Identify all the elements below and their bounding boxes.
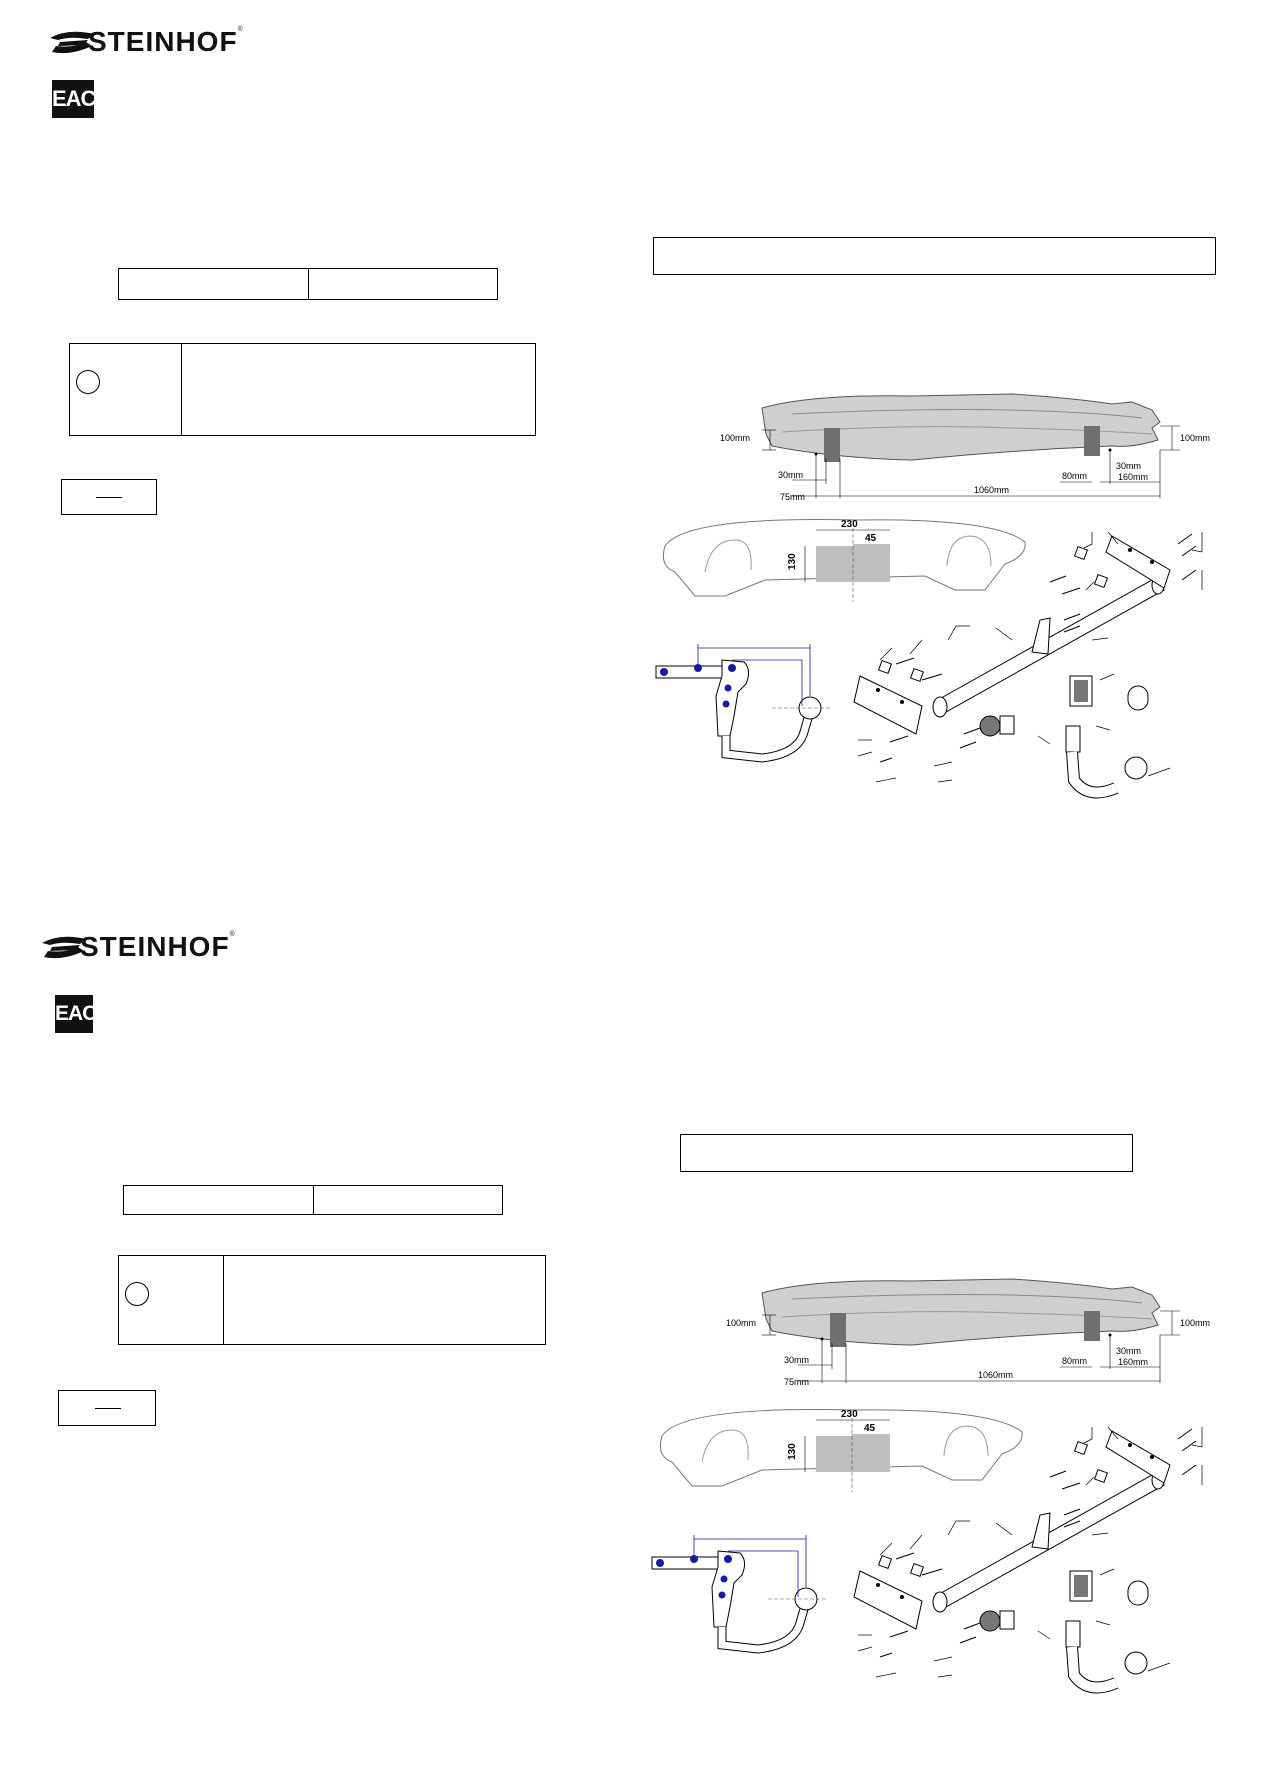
exploded-assembly-diagram	[853, 531, 1203, 799]
eac-mark: EAC	[55, 995, 97, 1033]
steinhof-swoosh-icon	[42, 936, 86, 959]
right-80-label: 80mm	[1062, 471, 1087, 481]
right-160-label: 160mm	[1118, 1357, 1148, 1367]
table-divider	[313, 1186, 314, 1214]
cutout-width-label: 230	[841, 519, 858, 530]
steinhof-logo: STEINHOF®	[48, 26, 268, 60]
bumper-cutout-diagram: 230 45 130	[659, 1409, 1023, 1492]
exploded-assembly-diagram	[853, 1426, 1203, 1694]
left-height-label: 100mm	[720, 433, 750, 443]
cutout-height-label: 130	[787, 553, 798, 570]
right-30-label: 30mm	[1116, 461, 1141, 471]
right-160-label: 160mm	[1118, 472, 1148, 482]
bumper-beam-diagram: 100mm 100mm 30mm 75mm 1060mm 80mm 30mm 1…	[720, 393, 1210, 502]
bumper-beam-diagram: 100mm 100mm 30mm 75mm 1060mm 80mm 30mm 1…	[726, 1278, 1210, 1387]
table-divider	[223, 1256, 224, 1344]
info-table	[118, 1255, 546, 1345]
right-height-label: 100mm	[1180, 1318, 1210, 1328]
left-height-label: 100mm	[726, 1318, 756, 1328]
class-dash	[96, 497, 122, 498]
class-dash	[95, 1408, 121, 1409]
cutout-height-label: 130	[787, 1443, 798, 1460]
right-height-label: 100mm	[1180, 433, 1210, 443]
left-offset-label: 30mm	[784, 1355, 809, 1365]
model-table	[118, 268, 498, 300]
circle-mark	[125, 1282, 149, 1306]
steinhof-logo: STEINHOF®	[40, 931, 260, 965]
circle-mark	[76, 370, 100, 394]
class-box	[58, 1390, 156, 1426]
left-total-label: 75mm	[780, 492, 805, 502]
left-total-label: 75mm	[784, 1377, 809, 1387]
side-view-diagram	[655, 644, 832, 763]
table-divider	[181, 344, 182, 435]
cutout-width-label: 230	[841, 1409, 858, 1420]
right-80-label: 80mm	[1062, 1356, 1087, 1366]
model-table	[123, 1185, 503, 1215]
steinhof-swoosh-icon	[50, 31, 94, 54]
table-divider	[308, 269, 309, 299]
header-box	[680, 1134, 1133, 1172]
cutout-offset-label: 45	[864, 1423, 876, 1434]
right-30-label: 30mm	[1116, 1346, 1141, 1356]
page-2: STEINHOF® EAC 100mm 100mm 30mm	[0, 895, 1263, 1787]
cutout-offset-label: 45	[865, 533, 877, 544]
side-view-diagram	[651, 1535, 828, 1654]
eac-mark: EAC	[52, 80, 96, 118]
page-1: STEINHOF® EAC 100mm 100mm 30m	[0, 0, 1263, 880]
header-box	[653, 237, 1216, 275]
span-label: 1060mm	[978, 1370, 1013, 1380]
left-offset-label: 30mm	[778, 470, 803, 480]
bumper-cutout-diagram: 230 45 130	[662, 519, 1026, 602]
class-box	[61, 479, 157, 515]
span-label: 1060mm	[974, 485, 1009, 495]
info-table	[69, 343, 536, 436]
